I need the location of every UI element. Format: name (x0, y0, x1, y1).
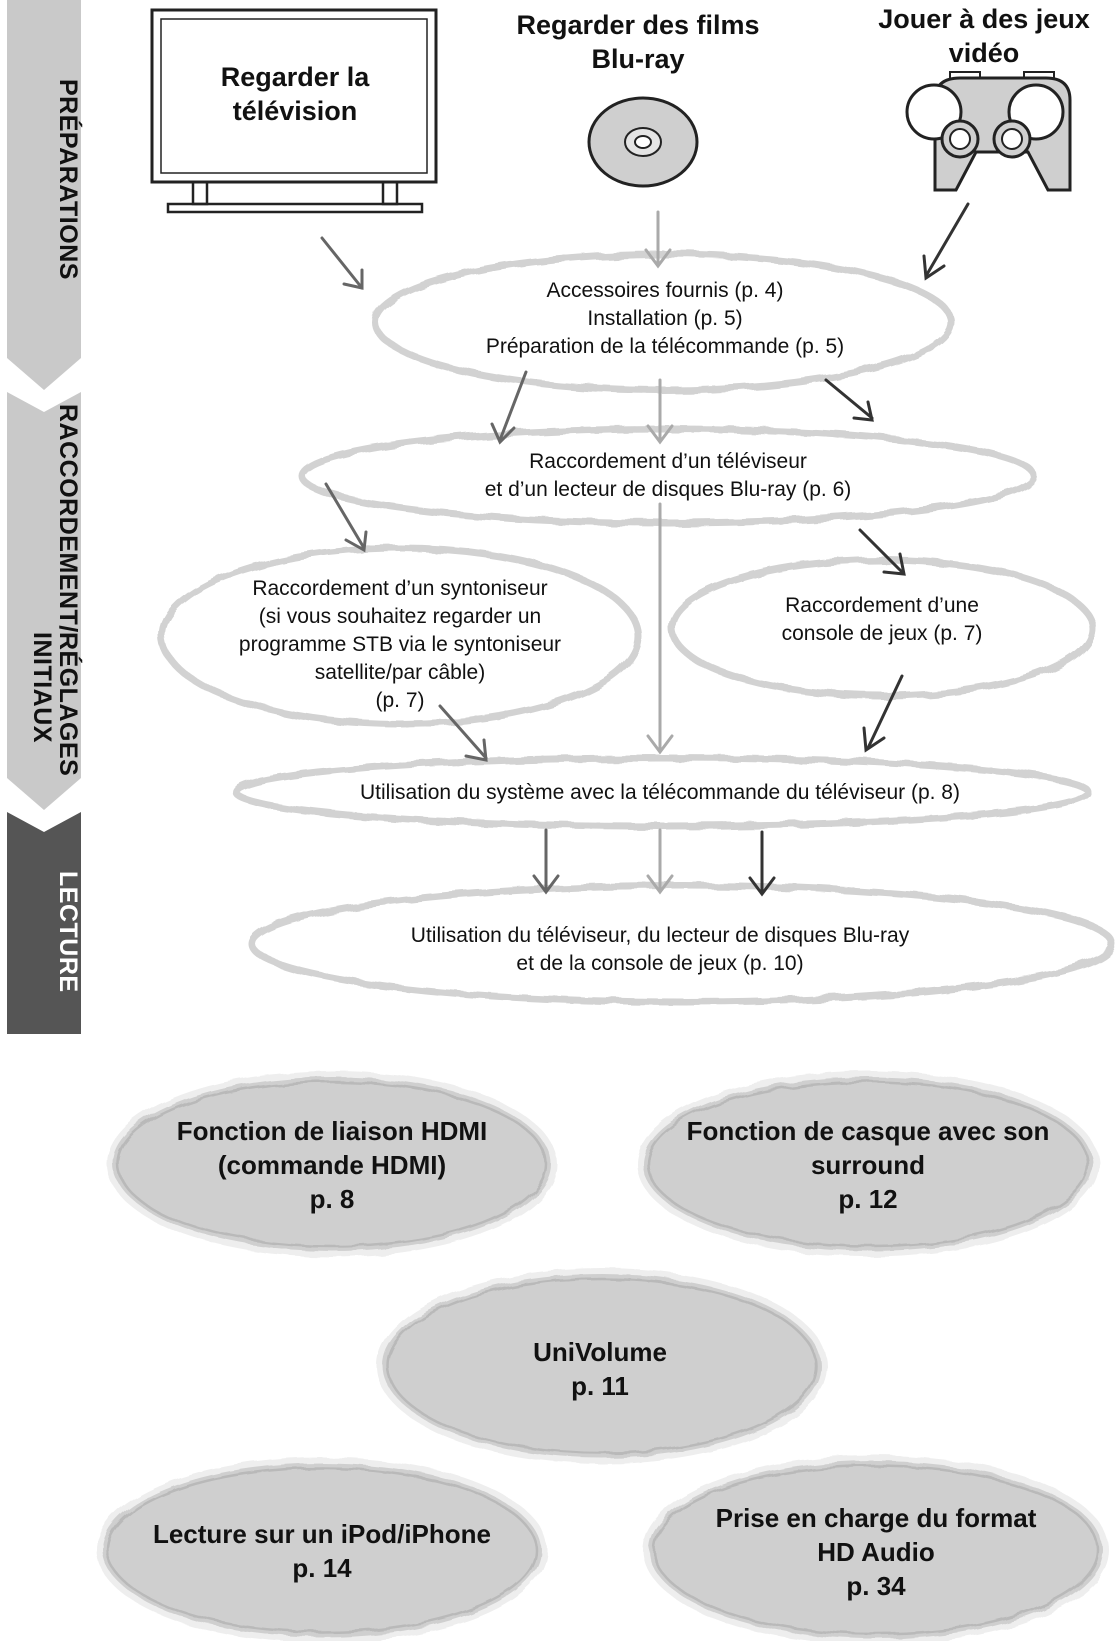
sidebar-tab-preparations (7, 0, 81, 390)
arrow-console-to-tvremote (862, 674, 904, 753)
arrow-tvremote-to-usage-right (748, 830, 776, 897)
sidebar-label-lecture: LECTURE (54, 871, 82, 993)
step-usage: Utilisation du téléviseur, du lecteur de… (410, 924, 910, 975)
bluray-label: Regarder des films Blu-ray (516, 10, 760, 74)
feature-ipod: Lecture sur un iPod/iPhone p. 14 (152, 1519, 492, 1583)
arrow-tvconn-to-tuner (324, 482, 368, 553)
arrow-tuner-to-tvremote (438, 704, 488, 762)
ring-tv-remote (232, 754, 1092, 830)
step-tv-remote: Utilisation du système avec la télécomma… (360, 781, 960, 804)
sidebar-tab-lecture (7, 812, 81, 1034)
feature-hdaudio-blob (643, 1455, 1109, 1641)
step-console: Raccordement d’une console de jeux (p. 7… (781, 594, 983, 645)
ring-console (668, 556, 1096, 700)
arrow-tvconn-to-console (858, 528, 906, 576)
arrow-accessories-to-tvconn-left (490, 370, 528, 445)
game-label: Jouer à des jeux vidéo (878, 4, 1090, 68)
sidebar-tab-raccordement (7, 392, 81, 810)
arrow-tvremote-to-usage-center (646, 828, 674, 895)
sidebar-label-preparations: PRÉPARATIONS (54, 78, 82, 280)
step-accessories: Accessoires fournis (p. 4) Installation … (485, 279, 845, 358)
feature-hdaudio: Prise en charge du format HD Audio p. 34 (715, 1503, 1037, 1601)
feature-headphone: Fonction de casque avec son surround p. … (686, 1116, 1050, 1214)
arrow-tvremote-to-usage-left (532, 828, 560, 895)
feature-hdmi-blob (107, 1071, 557, 1257)
tv-icon (150, 8, 438, 214)
feature-univolume-blob (377, 1268, 827, 1464)
arrow-tvconn-to-tvremote (646, 502, 674, 755)
step-tuner: Raccordement d’un syntoniseur (si vous s… (238, 577, 562, 712)
ring-accessories (371, 250, 955, 394)
ring-tuner (158, 544, 642, 728)
arrow-accessories-to-tvconn-center (646, 378, 674, 445)
gamepad-icon (905, 71, 1072, 192)
feature-univolume: UniVolume p. 11 (533, 1337, 667, 1401)
arrow-accessories-to-tvconn-right (824, 378, 874, 422)
feature-ipod-blob (97, 1457, 547, 1641)
step-tv-connection: Raccordement d’un téléviseur et d’un lec… (484, 450, 852, 501)
arrow-bluray-to-accessories (644, 210, 672, 269)
sidebar-label-raccordement: RACCORDEMENT/RÉGLAGES INITIAUX (28, 403, 82, 777)
tv-label: Regarder la télévision (220, 62, 370, 126)
arrow-tv-to-accessories (320, 236, 364, 290)
ring-usage (248, 882, 1116, 1006)
arrow-game-to-accessories (922, 202, 970, 281)
feature-hdmi: Fonction de liaison HDMI (commande HDMI)… (176, 1116, 488, 1214)
feature-headphone-blob (637, 1071, 1099, 1257)
disc-icon (587, 96, 699, 188)
